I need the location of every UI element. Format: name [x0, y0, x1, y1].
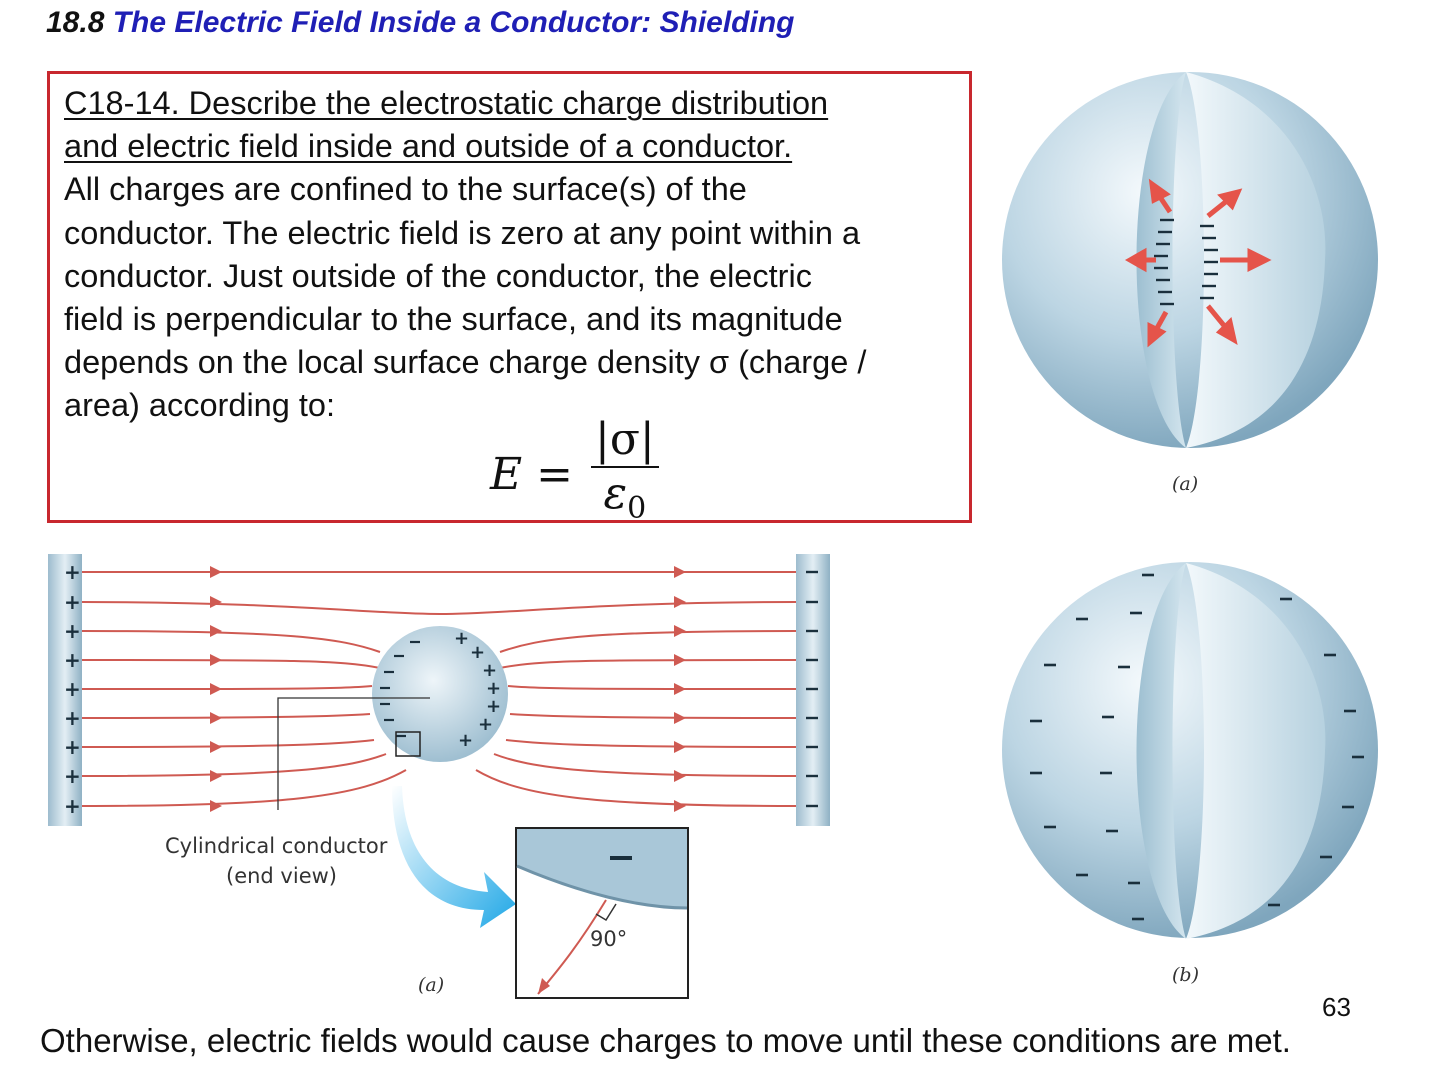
conductor-label-line-1: Cylindrical conductor — [165, 834, 388, 858]
svg-text:+: + — [64, 648, 81, 672]
svg-text:+: + — [486, 696, 501, 717]
svg-text:+: + — [482, 660, 497, 681]
sphere-b-caption: (b) — [1172, 964, 1199, 986]
zoom-inset: 90° — [515, 827, 689, 999]
answer-line-3: conductor. Just outside of the conductor… — [64, 257, 812, 294]
label-leader-line — [277, 697, 430, 810]
conductor-label-line-2: (end view) — [226, 864, 337, 888]
sphere-a-caption: (a) — [1172, 473, 1198, 495]
svg-text:+: + — [64, 590, 81, 614]
formula-equals: = — [536, 448, 573, 500]
cylindrical-conductor — [372, 626, 508, 762]
svg-text:+: + — [64, 560, 81, 584]
conductor-minus-charges — [380, 640, 420, 738]
field-caption: (a) — [418, 974, 444, 996]
conductor-plus-charges: ++ ++ ++ + — [454, 628, 501, 751]
svg-text:+: + — [64, 735, 81, 759]
sphere-b-figure: (b) — [1002, 562, 1378, 986]
sphere-a-figure: (a) — [1002, 72, 1378, 495]
sphere-a-inner-charges — [1154, 218, 1218, 306]
field-lines — [81, 571, 797, 807]
svg-text:+: + — [64, 764, 81, 788]
question-heading-line-1: C18-14. Describe the electrostatic charg… — [64, 85, 829, 121]
fraction-bar — [591, 466, 659, 468]
formula-lhs: E — [490, 448, 523, 500]
formula-fraction: |σ| ε0 — [591, 414, 659, 535]
page-number: 63 — [1322, 992, 1351, 1022]
answer-line-1: All charges are confined to the surface(… — [64, 171, 747, 208]
footer-text: Otherwise, electric fields would cause c… — [40, 1022, 1291, 1059]
field-arrowheads — [210, 566, 686, 812]
svg-text:+: + — [478, 714, 493, 735]
svg-text:+: + — [64, 706, 81, 730]
svg-text:+: + — [486, 678, 501, 699]
question-text: C18-14. Describe the electrostatic charg… — [64, 82, 964, 428]
answer-line-4: field is perpendicular to the surface, a… — [64, 301, 843, 338]
answer-line-6: area) according to: — [64, 387, 335, 424]
answer-line-2: conductor. The electric field is zero at… — [64, 214, 861, 251]
question-box: C18-14. Describe the electrostatic charg… — [47, 71, 972, 526]
sphere-a-field-arrows — [1124, 178, 1272, 348]
formula-denominator: ε0 — [603, 468, 646, 535]
positive-plate — [48, 554, 82, 826]
sphere-a-cut-left — [1136, 72, 1186, 448]
angle-label: 90° — [590, 927, 627, 951]
slide-title: 18.8 The Electric Field Inside a Conduct… — [46, 6, 795, 40]
svg-text:+: + — [64, 677, 81, 701]
svg-text:+: + — [64, 619, 81, 643]
svg-text:+: + — [64, 794, 81, 818]
field-figure: ++ ++ ++ ++ + ++ ++ ++ + Cylindrical con… — [48, 554, 830, 999]
zoom-box — [395, 731, 421, 757]
formula-numerator: |σ| — [595, 414, 655, 465]
sphere-b-surface-charges — [1030, 573, 1364, 921]
epsilon-subscript: 0 — [627, 490, 647, 526]
plate-minus-signs — [806, 570, 818, 808]
section-number: 18.8 — [46, 6, 105, 39]
svg-text:+: + — [470, 642, 485, 663]
section-title: The Electric Field Inside a Conductor: S… — [112, 6, 795, 39]
sphere-b-cut-right — [1186, 563, 1326, 939]
callout-arrow — [392, 786, 516, 928]
svg-text:+: + — [458, 730, 473, 751]
answer-line-5: depends on the local surface charge dens… — [64, 344, 867, 381]
question-heading-line-2: and electric field inside and outside of… — [64, 128, 793, 165]
field-formula: E = |σ| ε0 — [490, 414, 659, 535]
epsilon-symbol: ε — [603, 468, 628, 519]
plate-plus-signs: + + + + + + + + + — [64, 560, 81, 818]
svg-text:+: + — [454, 628, 469, 649]
sphere-b-cut-left — [1136, 563, 1186, 939]
